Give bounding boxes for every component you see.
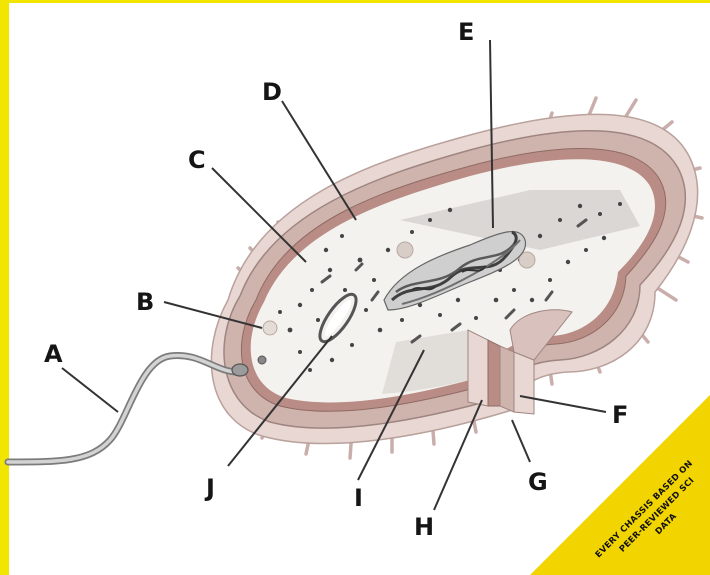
label-c: C (188, 146, 206, 174)
label-d: D (262, 78, 282, 106)
label-g: G (528, 468, 548, 496)
storage-granule-b (263, 321, 277, 335)
storage-granule (397, 242, 413, 258)
basal-body (232, 364, 248, 376)
label-a: A (44, 340, 63, 368)
label-i: I (354, 484, 363, 512)
label-h: H (414, 513, 434, 541)
label-b: B (136, 288, 154, 316)
label-j: J (204, 474, 215, 502)
label-e: E (458, 18, 474, 46)
label-f: F (612, 401, 628, 429)
